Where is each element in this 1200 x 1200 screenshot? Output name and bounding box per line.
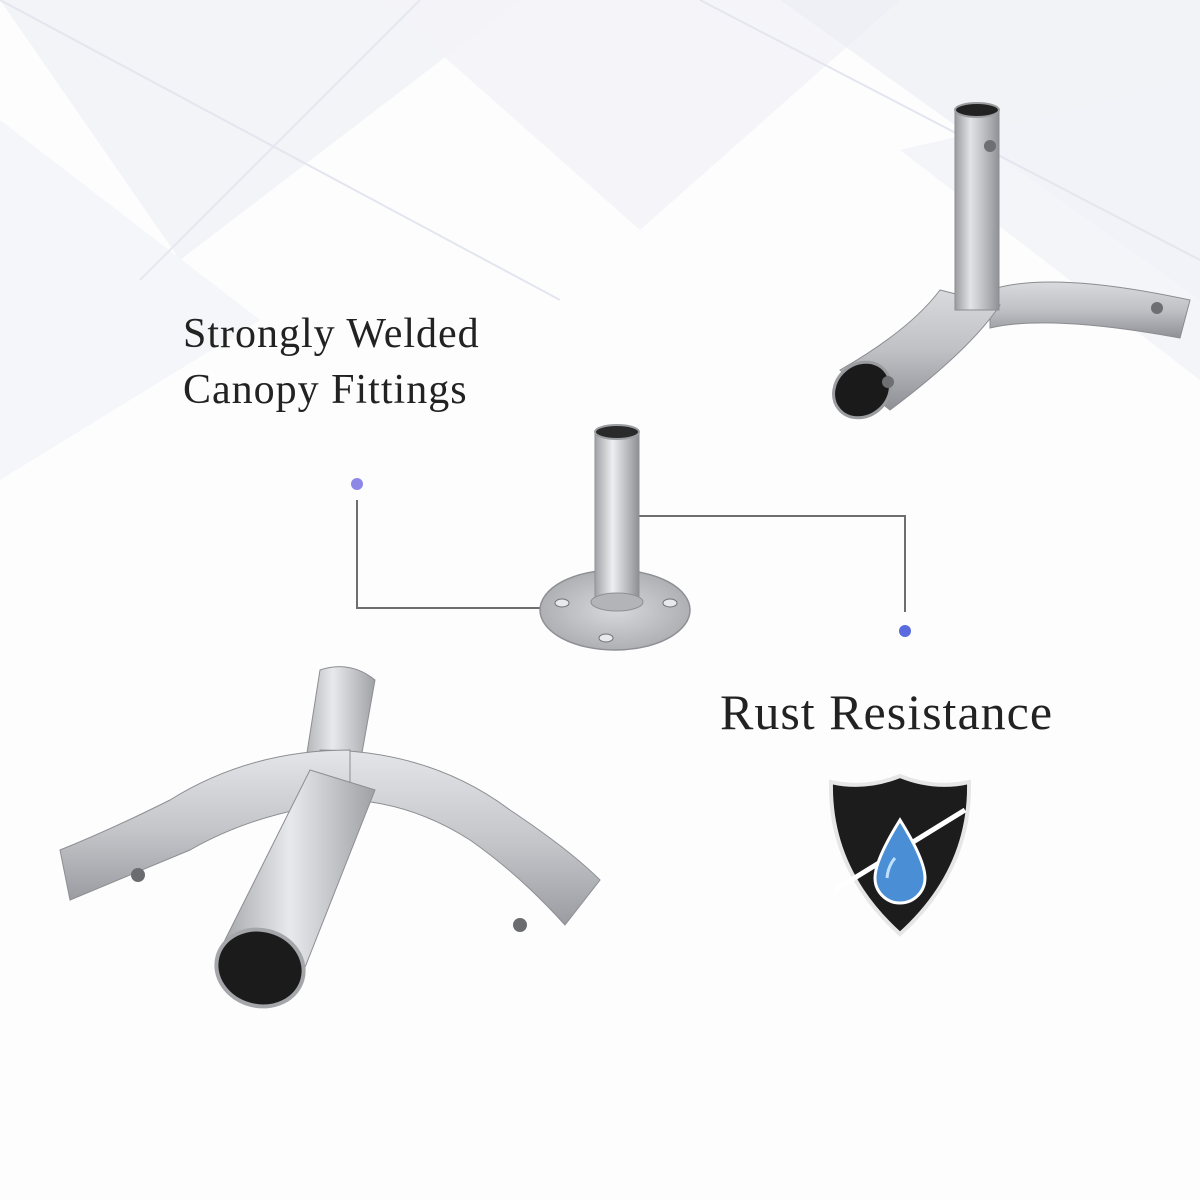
welded-caption-line1: Strongly Welded bbox=[183, 311, 480, 357]
welded-caption-line2: Canopy Fittings bbox=[183, 367, 468, 413]
four-way-fitting-image bbox=[59, 666, 601, 1009]
rust-feature-caption: Rust Resistance bbox=[720, 684, 1054, 740]
welded-feature-caption: Strongly Welded Canopy Fittings bbox=[183, 306, 480, 418]
shield-water-drop-icon bbox=[828, 773, 972, 937]
callout-dot-right bbox=[899, 625, 911, 637]
callout-line-left bbox=[356, 500, 600, 609]
callout-line-right bbox=[636, 515, 906, 612]
callout-dot-left bbox=[351, 478, 363, 490]
three-way-fitting-image bbox=[832, 102, 1191, 420]
foot-plate-fitting-image bbox=[539, 424, 691, 651]
